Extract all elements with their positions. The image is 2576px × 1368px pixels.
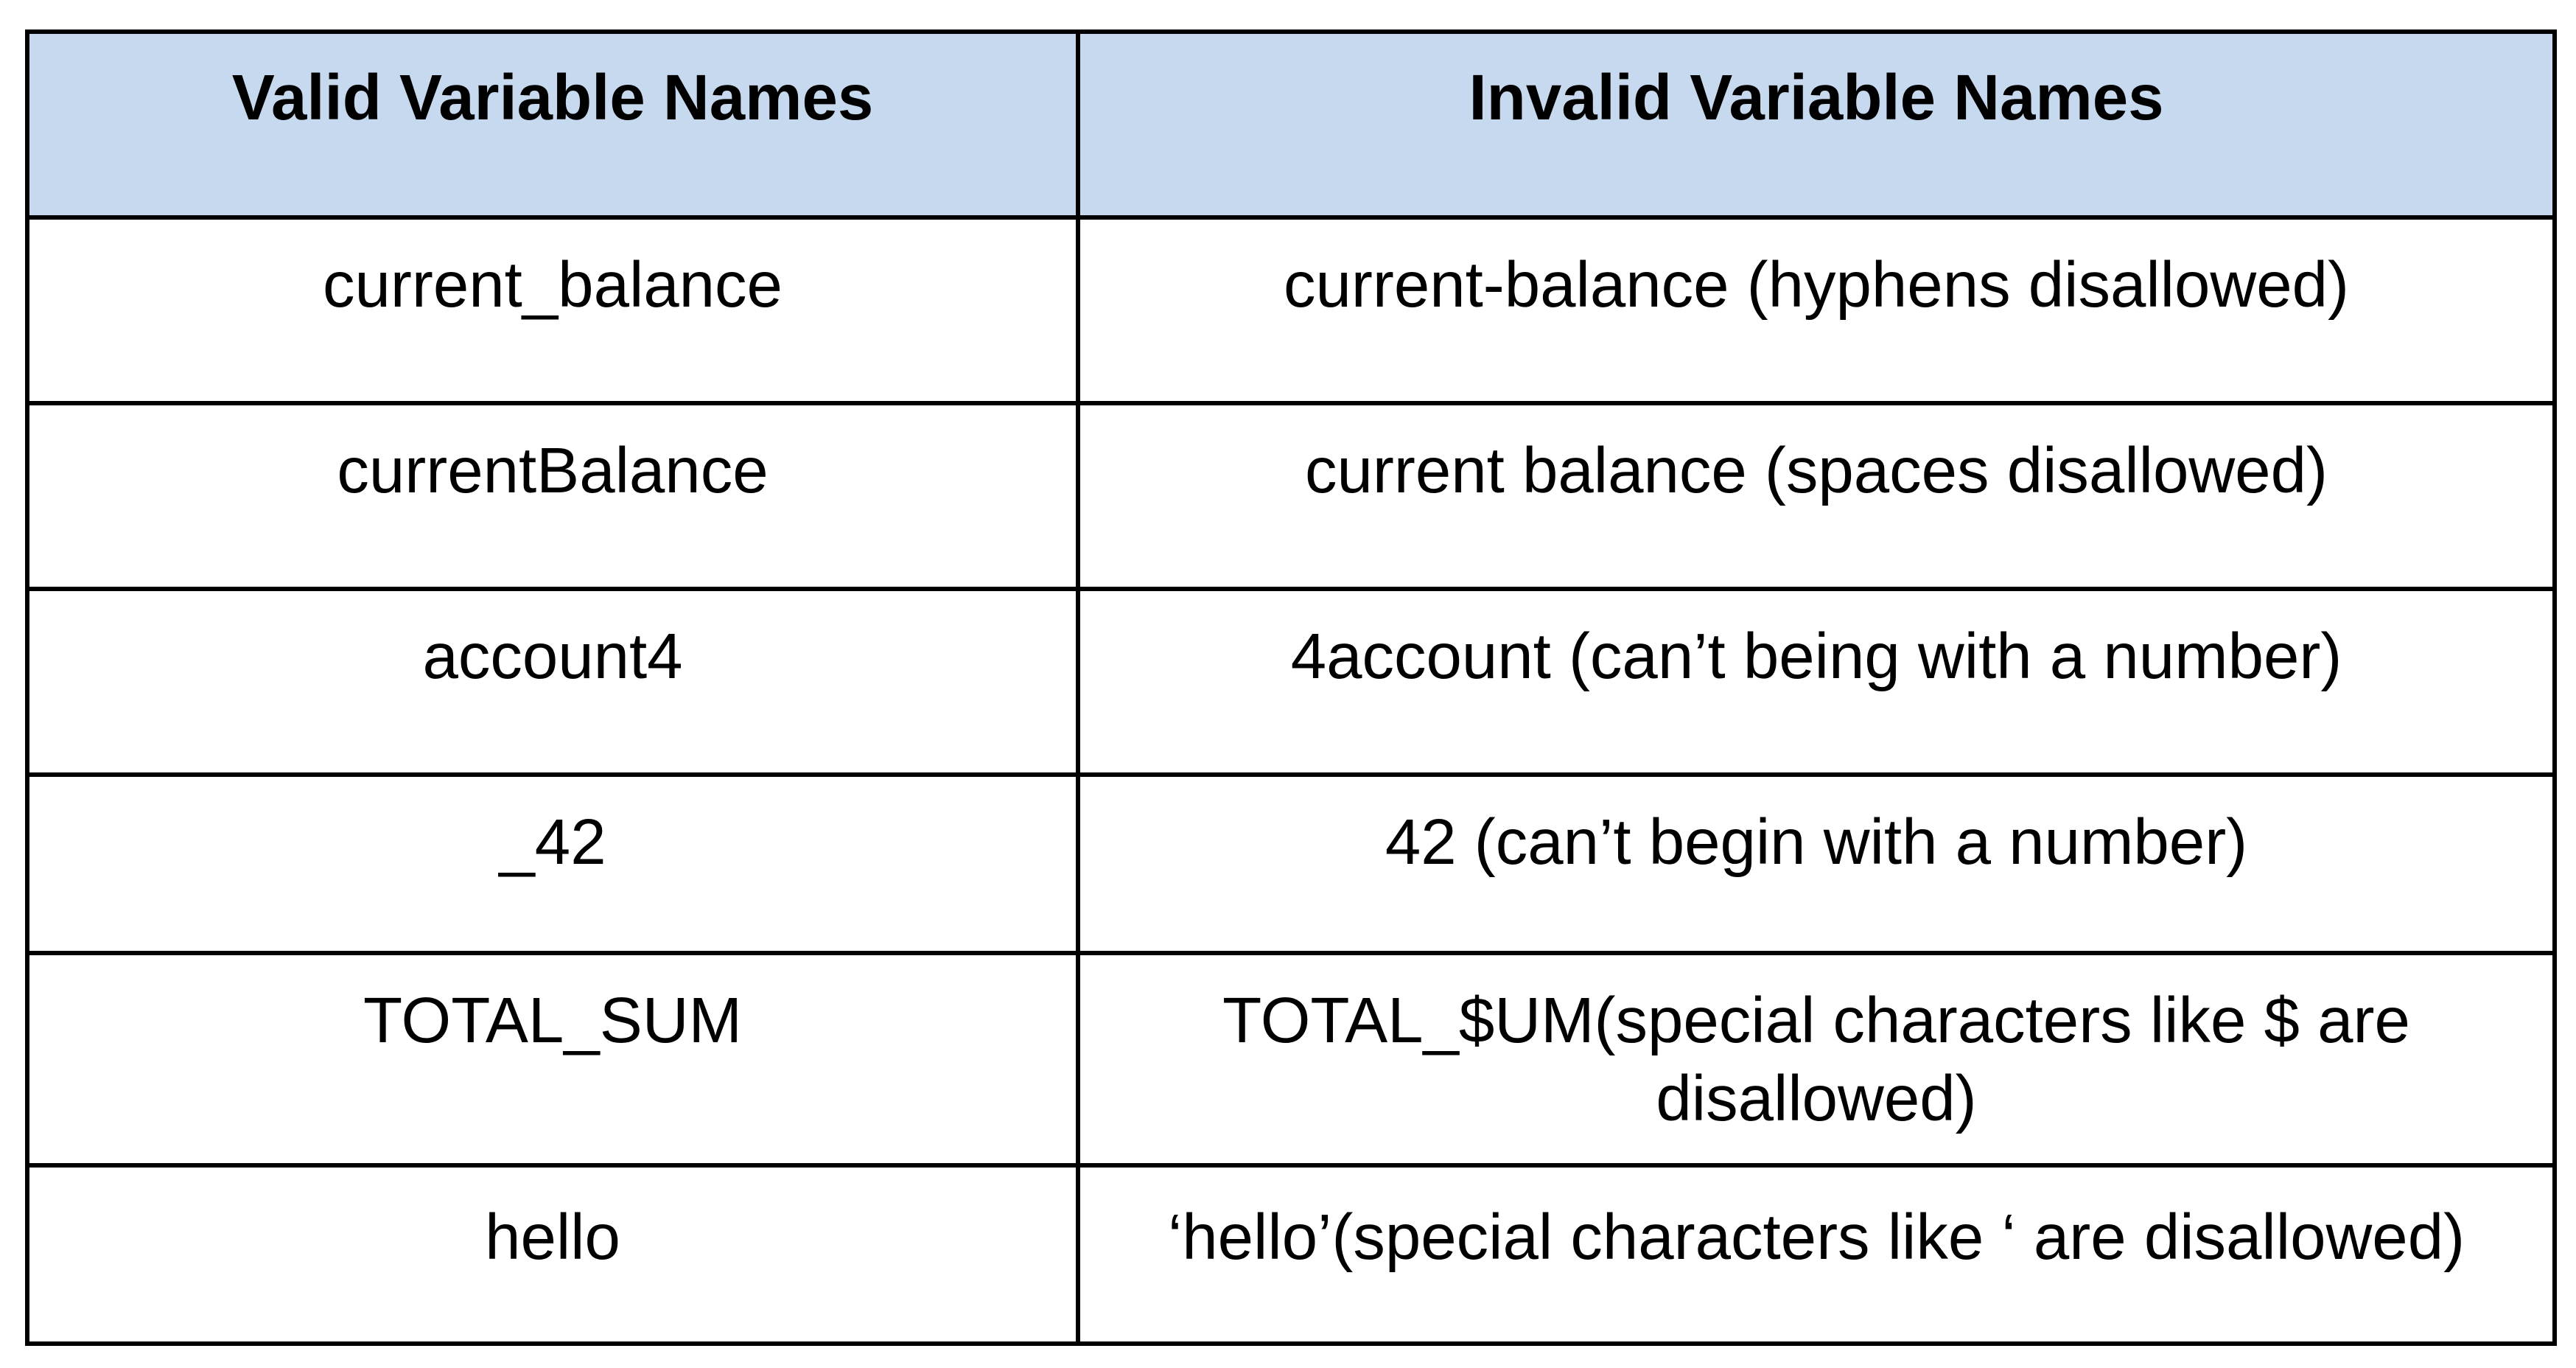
- header-row: Valid Variable Names Invalid Variable Na…: [25, 29, 2557, 220]
- invalid-names-header: Invalid Variable Names: [1076, 29, 2557, 220]
- table-row: _42 42 (can’t begin with a number): [25, 772, 2557, 955]
- invalid-name-cell: ‘hello’(special characters like ‘ are di…: [1076, 1163, 2557, 1346]
- valid-name-cell: hello: [25, 1163, 1080, 1346]
- valid-name-cell: currentBalance: [25, 401, 1080, 591]
- invalid-name-cell: 42 (can’t begin with a number): [1076, 772, 2557, 955]
- table-row: current_balance current-balance (hyphens…: [25, 215, 2557, 405]
- table-row: hello ‘hello’(special characters like ‘ …: [25, 1163, 2557, 1346]
- invalid-name-cell: current-balance (hyphens disallowed): [1076, 215, 2557, 405]
- table-row: currentBalance current balance (spaces d…: [25, 401, 2557, 591]
- valid-name-cell: TOTAL_SUM: [25, 951, 1080, 1168]
- valid-name-cell: current_balance: [25, 215, 1080, 405]
- invalid-name-cell: 4account (can’t being with a number): [1076, 587, 2557, 777]
- invalid-name-cell: current balance (spaces disallowed): [1076, 401, 2557, 591]
- valid-name-cell: _42: [25, 772, 1080, 955]
- table-row: TOTAL_SUM TOTAL_$UM(special characters l…: [25, 951, 2557, 1168]
- valid-names-header: Valid Variable Names: [25, 29, 1080, 220]
- table-row: account4 4account (can’t being with a nu…: [25, 587, 2557, 777]
- valid-name-cell: account4: [25, 587, 1080, 777]
- variable-names-table: Valid Variable Names Invalid Variable Na…: [25, 29, 2557, 1346]
- invalid-name-cell: TOTAL_$UM(special characters like $ are …: [1076, 951, 2557, 1168]
